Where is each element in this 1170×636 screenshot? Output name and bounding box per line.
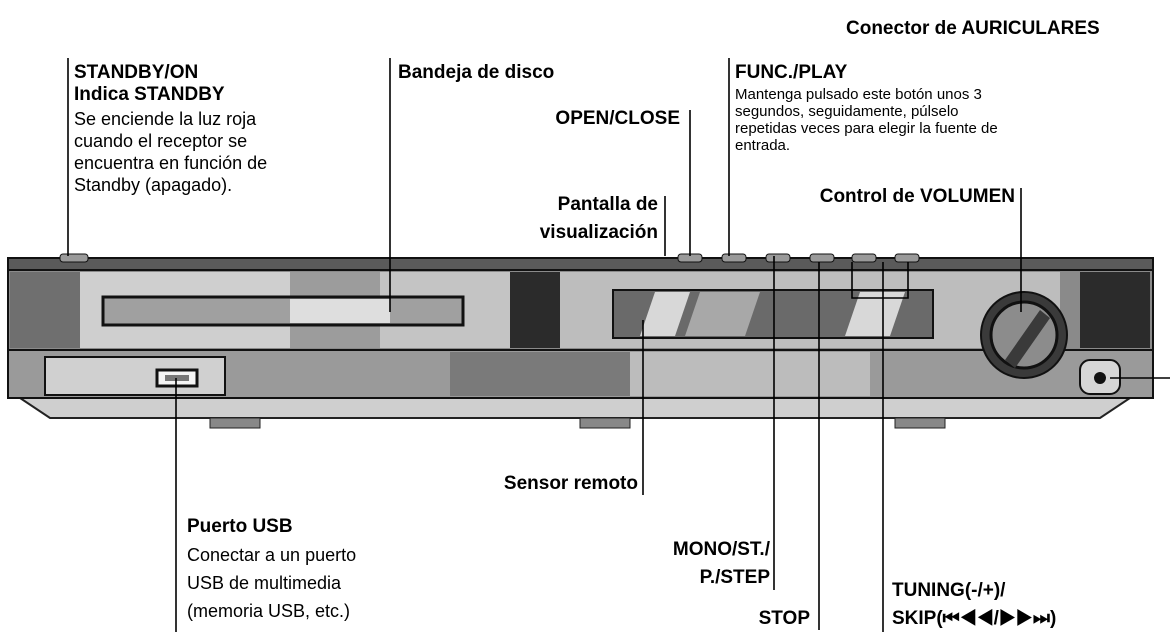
top-button (765, 253, 791, 263)
device-foot (894, 417, 946, 429)
remote-sensor-label: Sensor remoto (503, 473, 638, 494)
open-close-label: OPEN/CLOSE (555, 108, 680, 129)
standby-desc-line: cuando el receptor se (74, 131, 248, 151)
standby-desc-line: Se enciende la luz roja (74, 109, 257, 129)
tuning-label-line2: SKIP(⏮◀◀/▶▶⏭) (892, 608, 1057, 629)
mono-label-line1: MONO/ST./ (672, 539, 770, 560)
func-play-label: FUNC./PLAY (735, 62, 848, 83)
stop-label: STOP (758, 608, 810, 629)
func-desc-line: segundos, seguidamente, púlselo (735, 103, 959, 120)
standby-indicator-label: Indica STANDBY (74, 84, 225, 105)
device-top (7, 257, 1154, 271)
mono-label-line2: P./STEP (699, 567, 770, 588)
disc-tray-label: Bandeja de disco (398, 62, 555, 83)
top-button (894, 253, 920, 263)
top-button (721, 253, 747, 263)
func-desc-line: entrada. (735, 137, 791, 154)
standby-desc-line: Standby (apagado). (74, 175, 233, 195)
device-foot (579, 417, 631, 429)
disc-tray (101, 295, 465, 327)
usb-desc-line: (memoria USB, etc.) (187, 601, 351, 621)
standby-desc-line: encuentra en función de (74, 153, 268, 173)
standby-button (59, 253, 89, 263)
top-button (851, 253, 877, 263)
func-desc-line: repetidas veces para elegir la fuente de (735, 120, 998, 137)
func-desc-line: Mantenga pulsado este botón unos 3 (735, 86, 982, 103)
display-label-line2: visualización (539, 222, 658, 243)
tuning-label-line1: TUNING(-/+)/ (892, 580, 1006, 601)
device-foot (209, 417, 261, 429)
usb-desc-line: USB de multimedia (187, 573, 342, 593)
usb-desc-line: Conectar a un puerto (187, 545, 357, 565)
top-button (809, 253, 835, 263)
usb-label: Puerto USB (187, 516, 293, 537)
standby-label: STANDBY/ON (74, 62, 199, 83)
device-base (16, 397, 1134, 419)
display-label-line1: Pantalla de (557, 194, 658, 215)
headphones-label: Conector de AURICULARES (846, 18, 1100, 39)
volume-label: Control de VOLUMEN (819, 186, 1015, 207)
